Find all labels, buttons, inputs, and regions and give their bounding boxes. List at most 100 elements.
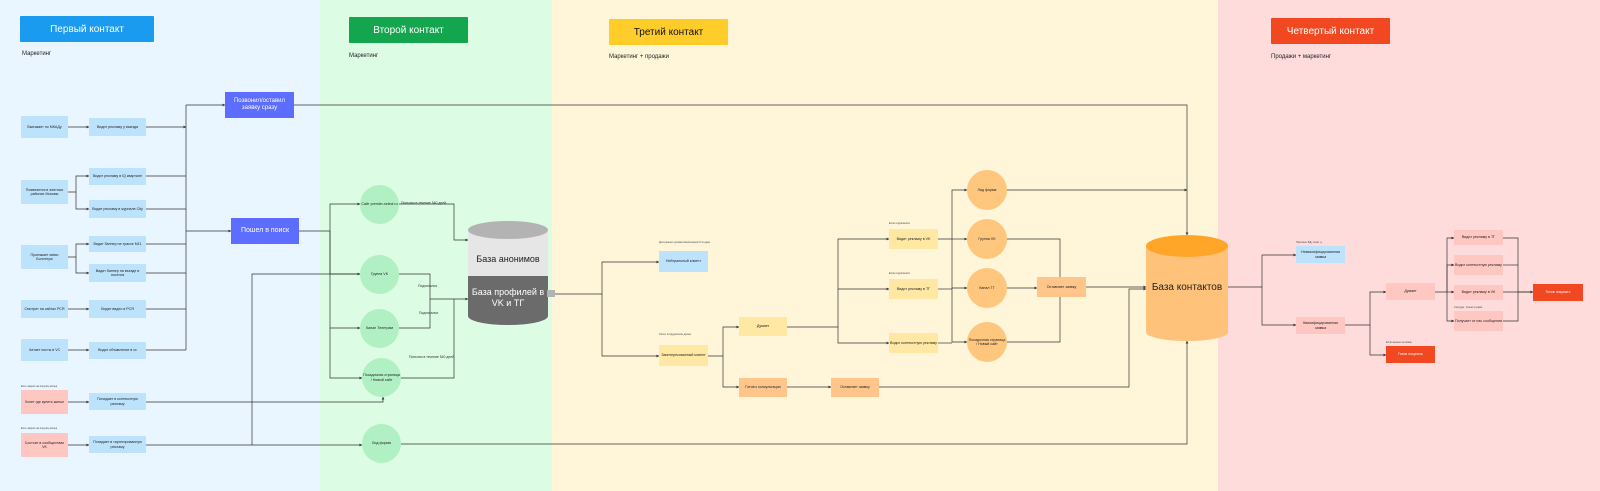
label-subscribes-2: Подписался	[419, 311, 439, 315]
note-ad-vk: Если подписался	[889, 222, 910, 225]
node-called: Позвонил/оставил заявку сразу	[225, 92, 294, 118]
node-sees-billboard: Видит рекламу у выезда	[89, 118, 146, 136]
node-walks: Появляется в элитных районах Москвы	[21, 180, 68, 204]
panel-third-contact	[552, 0, 1218, 491]
connector-31	[401, 340, 1189, 445]
connector-43	[951, 239, 968, 290]
section-subtitle-fourth: Продажи + маркетинг	[1271, 54, 1332, 60]
section-header-third: Третий контакт	[609, 19, 728, 45]
node-search: Пошел в поиск	[231, 218, 299, 244]
database-contacts-label: База контактов	[1151, 281, 1223, 293]
connector-6	[68, 242, 90, 258]
label-within-landing: Попытки в течение 540 дней	[409, 355, 454, 359]
node-sees-banner-hill: Видит баннер на въезде в поселок	[89, 264, 146, 282]
connector-22	[294, 104, 1189, 236]
node-messages: Получает от нас сообщения	[1454, 311, 1503, 331]
connector-34	[708, 325, 740, 357]
connector-20	[146, 273, 360, 446]
section-header-first: Первый контакт	[20, 16, 154, 42]
connector-55	[1369, 325, 1387, 357]
node-lead-form-2: Лид форма	[362, 424, 401, 463]
database-anon-label: База анонимов	[476, 254, 540, 265]
connector-24	[329, 231, 361, 276]
node-site: Сайт premier-select.ru	[360, 185, 399, 224]
connector-25	[329, 231, 361, 330]
node-ad-vk-4: Видит рекламу в VK	[1454, 285, 1503, 300]
connector-28	[399, 273, 469, 301]
connector-38	[787, 237, 890, 328]
node-ready-buy: Готов покупать	[1533, 284, 1583, 301]
node-sees-vc: Видит объявление в vc	[89, 342, 146, 359]
node-sees-screen: Видит рекламу в IQ квартале	[89, 168, 146, 185]
connector-50	[1007, 287, 1061, 343]
section-subtitle-second: Маркетинг	[349, 53, 379, 59]
node-neutral: Нейтральный клиент	[659, 251, 708, 272]
note-engaged: Хотел сотрудничать далее	[659, 333, 692, 336]
connector-35	[722, 356, 740, 389]
node-sees-banner-road: Видит баннер на трассе М11	[89, 236, 146, 252]
node-sites: Смотрит на сайтах РСЯ	[21, 300, 68, 318]
section-header-fourth: Четвертый контакт	[1271, 18, 1390, 44]
note-ready: Если вышел на связь	[1386, 341, 1412, 344]
database-profiles-label: База профилей в VK и ТГ	[471, 286, 545, 308]
connector-2	[68, 174, 90, 193]
connector-29	[399, 299, 431, 329]
node-lead-form-3: Лид форма	[967, 170, 1007, 210]
connector-7	[75, 257, 90, 275]
node-ad-context-4: Видит контекстную рекламу	[1454, 255, 1503, 275]
connector-53	[1261, 287, 1297, 327]
label-subscribes-1: Подписался	[418, 284, 438, 288]
note-messages: Сотрудн. только в рамк.	[1454, 306, 1483, 309]
node-leaves-request: Оставляет заявку	[1037, 277, 1086, 297]
node-context-ad: Попадает в контекстную рекламу	[89, 393, 146, 410]
node-landing: Посадочная страница / Новый сайт	[362, 358, 401, 397]
connector-33	[601, 294, 660, 358]
node-sees-magazine: Видит рекламу в журнале City	[89, 200, 146, 218]
node-ad-tg-4: Видит рекламу в ТГ	[1454, 230, 1503, 245]
connector-26	[329, 328, 363, 380]
connector-52	[1228, 253, 1297, 288]
connector-18	[146, 396, 385, 403]
connector-37	[879, 287, 1147, 388]
node-mkad: Выезжает по МКАДу	[21, 116, 68, 138]
node-drives: Проезжает мимо Болотную	[21, 245, 68, 269]
connector-44	[951, 288, 968, 344]
note-vk: Есть запрос на покупку жилья	[21, 427, 58, 430]
note-wants: Есть запрос на покупку жилья	[21, 385, 58, 388]
node-ad-vk: Видит рекламу в VK	[889, 229, 938, 249]
node-ready-buy-2: Готов покупать	[1386, 346, 1435, 363]
connector-41	[938, 188, 968, 240]
note-neutral: Для разного уровня вовлеченности в один	[659, 241, 711, 244]
connector-59	[1446, 292, 1455, 323]
node-sees-rsya: Видит видео в РСЯ	[89, 300, 146, 318]
connector-40	[837, 327, 890, 345]
note-unqualified: Причина: БД, ответ. ц.	[1296, 241, 1323, 244]
node-qualified: Квалифицированная заявка	[1296, 317, 1345, 334]
panel-fourth-contact	[1218, 0, 1600, 491]
node-channel-tg-3: Канал ТГ	[967, 268, 1007, 308]
node-vk-member: Состоит в сообществах VK	[21, 433, 68, 457]
database-anon-shape	[468, 221, 555, 325]
label-within-site: Попытки в течение 540 дней	[401, 201, 446, 205]
connector-3	[75, 192, 90, 211]
connector-54	[1345, 290, 1387, 326]
node-consult: Готов к консультации	[739, 378, 787, 397]
node-ad-tg: Видит рекламу в ТГ	[889, 279, 938, 299]
connector-30	[401, 299, 455, 379]
node-ad-context: Видит контекстную рекламу	[889, 333, 938, 353]
node-target-ad: Попадает в таргетированную рекламу	[89, 436, 146, 453]
node-wants-house: Хочет где купить жилье	[21, 390, 68, 414]
connector-23	[299, 202, 361, 232]
section-subtitle-first: Маркетинг	[22, 51, 52, 57]
node-group-vk-3: Группа VK	[967, 219, 1007, 259]
node-group-vk: Группа VK	[360, 255, 399, 294]
connector-27	[399, 203, 469, 242]
note-ad-tg: Если подписался	[889, 272, 910, 275]
node-unqualified: Неквалифицированная заявка	[1296, 246, 1345, 263]
node-channel-tg: Канал Телеграм	[360, 309, 399, 348]
node-landing-3: Посадочная страница / Новый сайт	[967, 322, 1007, 362]
node-thinks: Думает	[739, 317, 787, 336]
connector-32	[555, 260, 660, 295]
